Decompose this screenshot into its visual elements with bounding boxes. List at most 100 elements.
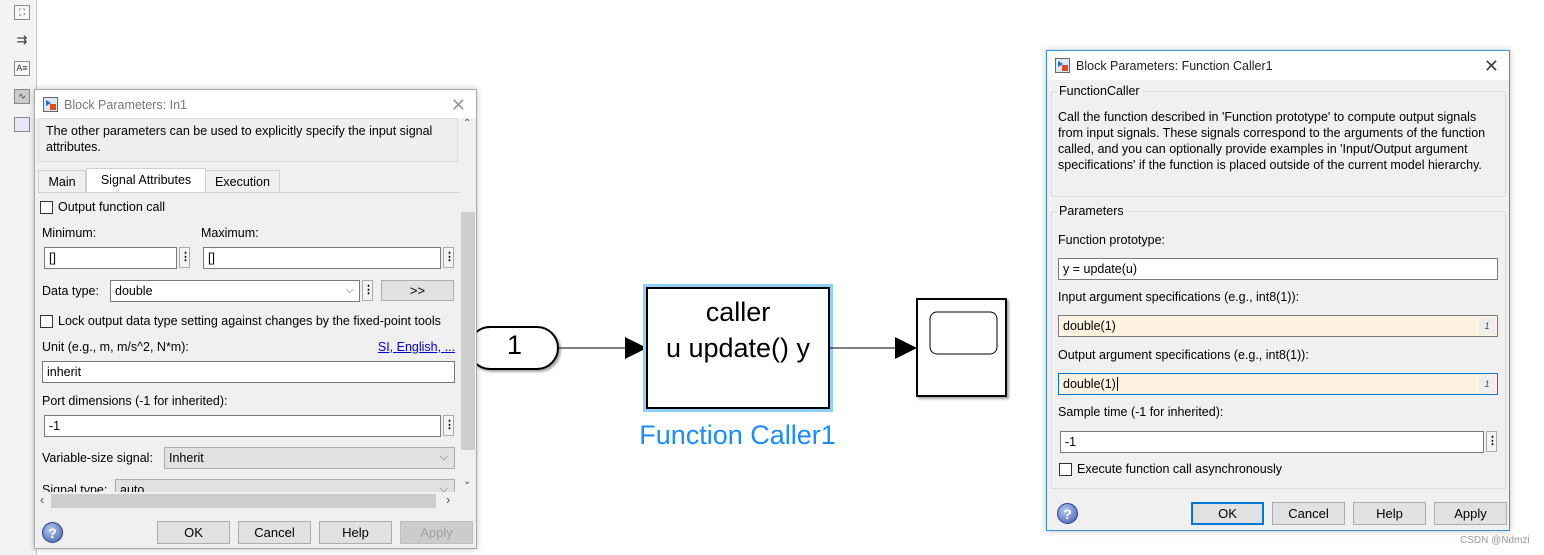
ok-button[interactable]: OK [1191,502,1264,525]
close-icon[interactable]: ✕ [1483,56,1499,76]
signal-attributes-panel: Output function call Minimum: Maximum: [… [38,192,459,493]
maximum-input[interactable]: [] [203,247,441,269]
inport-label: 1 [506,330,523,360]
input-spec-label: Input argument specifications (e.g., int… [1058,290,1300,304]
input-spec-input[interactable]: double(1) 1 [1058,315,1498,337]
scroll-down-icon[interactable]: ⌄ [463,476,472,487]
simulink-icon [43,97,58,112]
output-function-call-label: Output function call [58,200,166,214]
close-icon[interactable]: ✕ [450,95,466,115]
output-spec-value: double(1) [1063,377,1116,391]
dialog-title: Block Parameters: Function Caller1 [1076,58,1273,73]
output-function-call-checkbox[interactable] [40,201,53,214]
input-spec-value: double(1) [1063,319,1116,333]
image-icon[interactable]: ∿ [14,89,30,104]
data-type-select[interactable]: double ⌵ [110,280,360,302]
tab-signal-attributes[interactable]: Signal Attributes [86,168,206,193]
scroll-right-icon[interactable]: › [446,493,451,507]
canvas-toolbar: ⛶ ⇉ A≡ ∿ [0,0,37,555]
input-spec-badge: 1 [1479,318,1495,334]
parameters-title: Parameters [1057,204,1126,218]
chevron-down-icon: ⌵ [439,483,448,493]
variable-size-value: Inherit [169,451,204,465]
arrow-icon[interactable]: ⇉ [16,32,28,47]
tab-execution[interactable]: Execution [205,170,280,193]
in1-titlebar[interactable]: Block Parameters: In1 ✕ [35,90,476,119]
function-caller-block[interactable] [646,287,830,409]
prototype-input[interactable]: y = update(u) [1058,258,1498,280]
signal-type-value: auto [120,483,145,493]
scroll-left-icon[interactable]: ‹ [40,493,45,507]
port-dimensions-input[interactable]: -1 [44,415,441,437]
scroll-up-icon[interactable]: ⌃ [463,118,472,129]
data-type-label: Data type: [42,284,99,298]
scope-screen-icon [929,311,998,355]
sample-time-input[interactable]: -1 [1060,431,1484,453]
cancel-button[interactable]: Cancel [1272,502,1345,525]
parameters-group [1051,211,1506,489]
vertical-scrollbar[interactable]: ⌃ ⌄ [460,118,476,494]
data-type-value: double [115,284,153,298]
port-dimensions-menu-icon[interactable]: ⋮ [443,415,455,436]
maximum-label: Maximum: [201,226,259,240]
arrowhead-icon [895,337,917,359]
chevron-down-icon: ⌵ [345,284,354,296]
minimum-input[interactable]: [] [44,247,177,269]
data-type-assistant-button[interactable]: >> [381,280,454,301]
port-dimensions-label: Port dimensions (-1 for inherited): [42,394,228,408]
signal-type-label: Signal type: [42,483,108,493]
variable-size-select[interactable]: Inherit ⌵ [164,447,455,469]
block-name-label[interactable]: Function Caller1 [639,420,836,450]
help-icon[interactable]: ? [42,522,63,543]
horizontal-scrollbar[interactable]: ‹ › [38,492,458,510]
data-type-menu-icon[interactable]: ⋮ [362,280,374,301]
annotation-icon[interactable]: A≡ [14,61,30,76]
group-title: FunctionCaller [1057,84,1142,98]
in1-description: The other parameters can be used to expl… [38,118,458,162]
async-checkbox[interactable] [1059,463,1072,476]
maximum-menu-icon[interactable]: ⋮ [443,247,455,268]
in1-dialog: Block Parameters: In1 ✕ [34,89,477,549]
caller-block-line1: caller [705,297,771,327]
unit-system-link[interactable]: SI, English, ... [377,340,455,354]
chevron-down-icon: ⌵ [439,451,448,463]
function-caller-dialog: Block Parameters: Function Caller1 ✕ Fun… [1046,50,1510,531]
output-spec-input[interactable]: double(1) 1 [1058,373,1498,395]
sample-time-menu-icon[interactable]: ⋮ [1486,431,1498,452]
sample-time-label: Sample time (-1 for inherited): [1058,405,1224,419]
vertical-scroll-thumb[interactable] [461,212,475,450]
help-button[interactable]: Help [1353,502,1426,525]
lock-output-checkbox[interactable] [40,315,53,328]
unit-input[interactable]: inherit [42,361,455,383]
help-icon[interactable]: ? [1057,503,1078,524]
fc-titlebar[interactable]: Block Parameters: Function Caller1 ✕ [1047,51,1509,80]
watermark: CSDN @Ndmzi [1460,535,1530,546]
cancel-button[interactable]: Cancel [238,521,311,544]
fit-to-view-icon[interactable]: ⛶ [14,5,30,20]
apply-button[interactable]: Apply [400,521,473,544]
async-label: Execute function call asynchronously [1077,462,1282,476]
apply-button[interactable]: Apply [1434,502,1507,525]
signal-type-select[interactable]: auto ⌵ [115,479,455,493]
minimum-menu-icon[interactable]: ⋮ [179,247,191,268]
variable-size-label: Variable-size signal: [42,451,153,465]
output-spec-badge: 1 [1479,376,1495,392]
dialog-title: Block Parameters: In1 [64,97,187,112]
lock-output-label: Lock output data type setting against ch… [58,314,441,328]
unit-label: Unit (e.g., m, m/s^2, N*m): [42,340,189,354]
arrowhead-icon [625,337,647,359]
help-button[interactable]: Help [319,521,392,544]
fc-description: Call the function described in 'Function… [1058,110,1486,172]
text-cursor [1116,377,1118,391]
ok-button[interactable]: OK [157,521,230,544]
caller-block-line2: u update() y [665,333,811,363]
prototype-label: Function prototype: [1058,233,1166,247]
horizontal-scroll-thumb[interactable] [51,494,436,508]
area-icon[interactable] [14,117,30,132]
output-spec-label: Output argument specifications (e.g., in… [1058,348,1309,362]
minimum-label: Minimum: [42,226,97,240]
simulink-icon [1055,58,1070,73]
tab-main[interactable]: Main [38,170,86,193]
functioncaller-group [1051,91,1506,197]
